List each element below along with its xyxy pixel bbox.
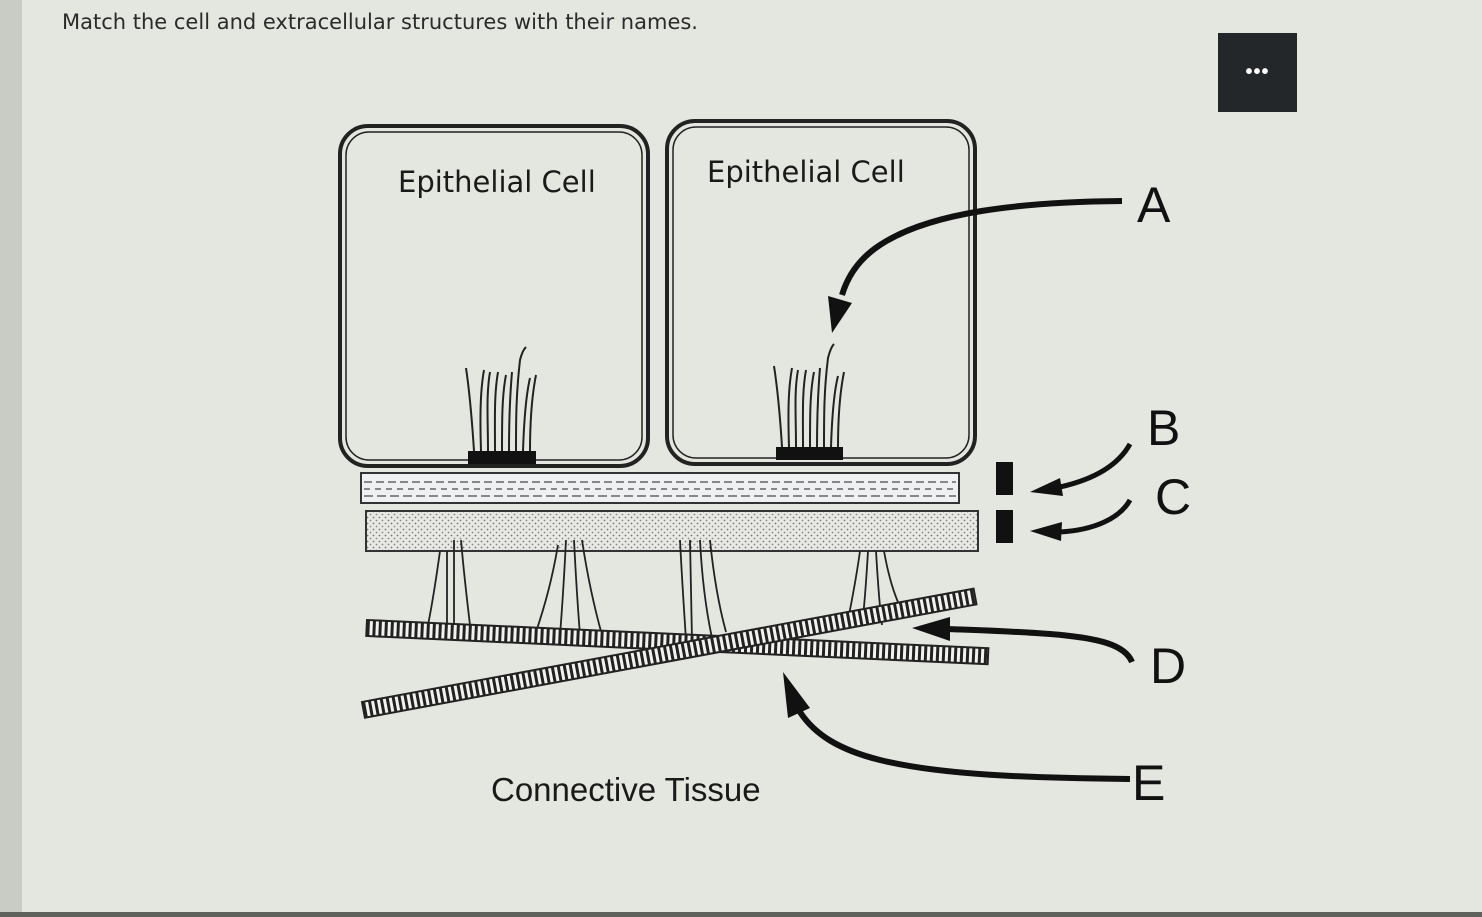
bracket-b [996, 462, 1013, 495]
marker-label-e: E [1132, 755, 1165, 811]
marker-label-d: D [1150, 638, 1186, 694]
epithelial-cell-right: Epithelial Cell [665, 119, 977, 466]
pointer-arrow-c [1030, 498, 1133, 541]
pointer-arrow-b [1030, 442, 1133, 496]
pointer-arrow-a [828, 198, 1123, 333]
marker-label-a: A [1137, 177, 1171, 233]
screen-bezel-left [0, 0, 22, 917]
filament-bundle-right [773, 343, 845, 448]
hemidesmosome-plaque-right [776, 447, 843, 460]
collagen-fiber-b [360, 587, 978, 719]
question-prompt: Match the cell and extracellular structu… [62, 10, 698, 34]
cell-label-right: Epithelial Cell [707, 155, 905, 189]
connective-tissue-label: Connective Tissue [491, 771, 761, 808]
pointer-arrow-e [783, 672, 1131, 782]
bracket-c [996, 510, 1013, 543]
hemidesmosome-plaque-left [468, 451, 536, 464]
marker-label-c: C [1155, 469, 1191, 525]
basal-lamina-upper [360, 472, 960, 504]
collagen-fibers [360, 587, 990, 719]
pointer-arrow-d [912, 617, 1135, 664]
more-options-icon: ••• [1245, 61, 1270, 83]
cell-label-left: Epithelial Cell [398, 165, 596, 199]
marker-label-b: B [1147, 400, 1180, 456]
more-options-button[interactable]: ••• [1218, 33, 1297, 112]
screen-bezel-bottom [0, 912, 1482, 917]
filament-bundle-left [465, 346, 537, 452]
basal-lamina-lower [365, 510, 979, 552]
epithelial-cell-left: Epithelial Cell [338, 124, 650, 468]
